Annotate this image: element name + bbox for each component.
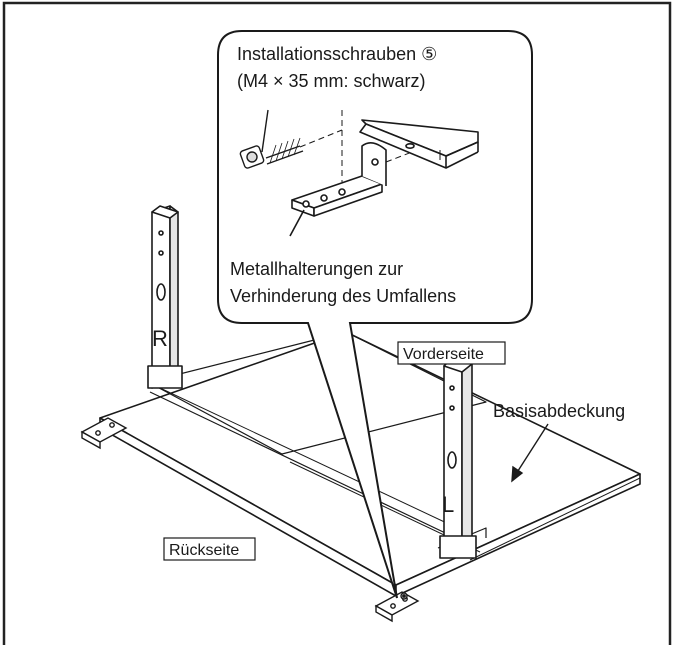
base-cover-label: Basisabdeckung <box>493 401 625 421</box>
bracket-icon <box>289 142 387 237</box>
leg-right <box>147 205 183 389</box>
front-label: Vorderseite <box>403 346 484 363</box>
alignment-lines <box>299 110 413 182</box>
screw-icon <box>239 109 304 169</box>
front-label-box <box>397 341 506 365</box>
leg-letter-r: R <box>152 326 168 351</box>
foot-tab-left <box>80 417 128 450</box>
foot-tab-rear <box>374 591 420 623</box>
bracket-label-line1: Metallhalterungen zur <box>230 259 403 279</box>
bracket-label-line2: Verhinderung des Umfallens <box>230 286 456 306</box>
callout-bubble <box>217 30 533 599</box>
rear-label: Rückseite <box>169 542 239 559</box>
tv-bottom-edge <box>359 119 479 169</box>
leg-left <box>439 357 477 559</box>
screw-spec: (M4 × 35 mm: schwarz) <box>237 71 426 91</box>
rear-label-box <box>163 537 256 561</box>
base-cover-arrow <box>511 423 549 483</box>
foot-tab-front <box>400 592 408 600</box>
leg-letter-l: L <box>442 492 454 517</box>
screw-title: Installationsschrauben ⑤ <box>237 44 437 64</box>
